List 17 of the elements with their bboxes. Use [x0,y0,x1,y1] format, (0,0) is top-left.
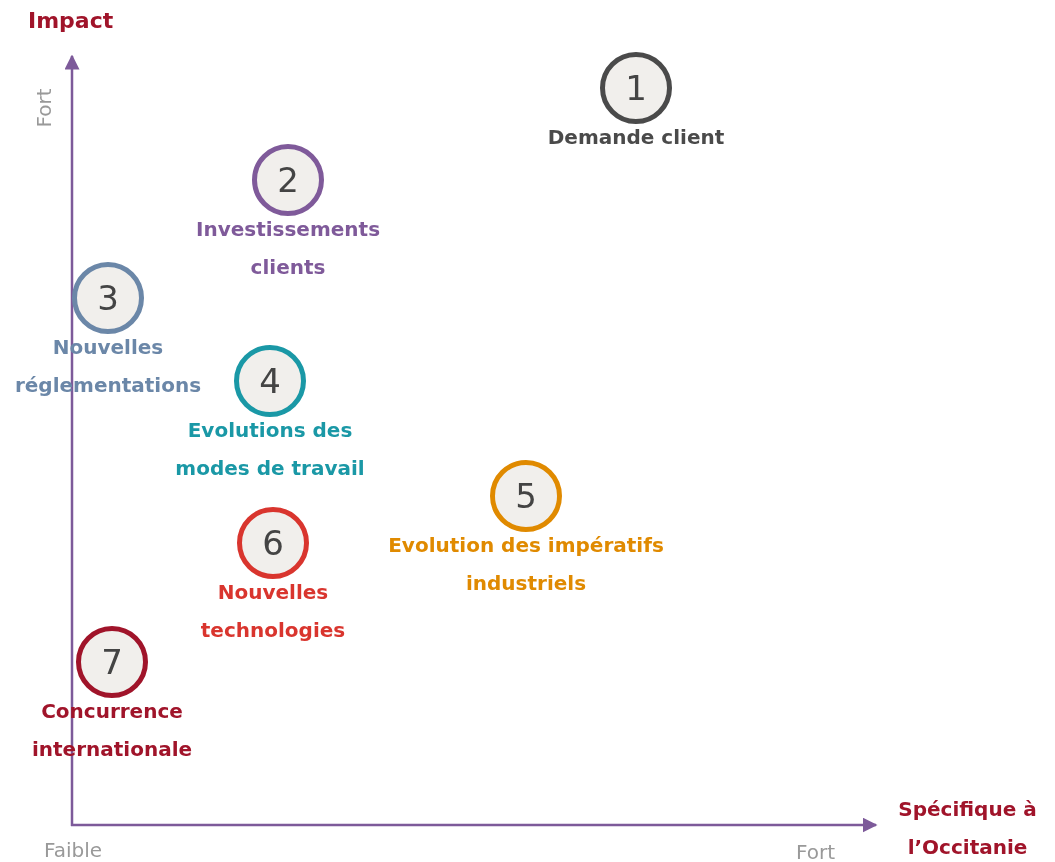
axis-end-label: Fort [31,88,56,128]
node-caption: Evolution des impératifs industriels [387,532,665,597]
number-circle: 4 [234,345,306,417]
axis-title: Spécifique à l’Occitanie [897,796,1038,861]
node-caption: Investissements clients [194,216,382,281]
number-circle: 7 [76,626,148,698]
number-circle: 3 [72,262,144,334]
number-circle: 1 [600,52,672,124]
node-caption: Demande client [547,124,725,151]
number-circle: 6 [237,507,309,579]
node-caption: Evolutions des modes de travail [174,417,366,482]
axis-end-label: Fort [796,840,836,862]
axis-title: Impact [28,8,114,33]
number-circle: 2 [252,144,324,216]
axis-end-label: Faible [44,838,103,862]
node-caption: Nouvelles technologies [199,579,347,644]
number-circle: 5 [490,460,562,532]
